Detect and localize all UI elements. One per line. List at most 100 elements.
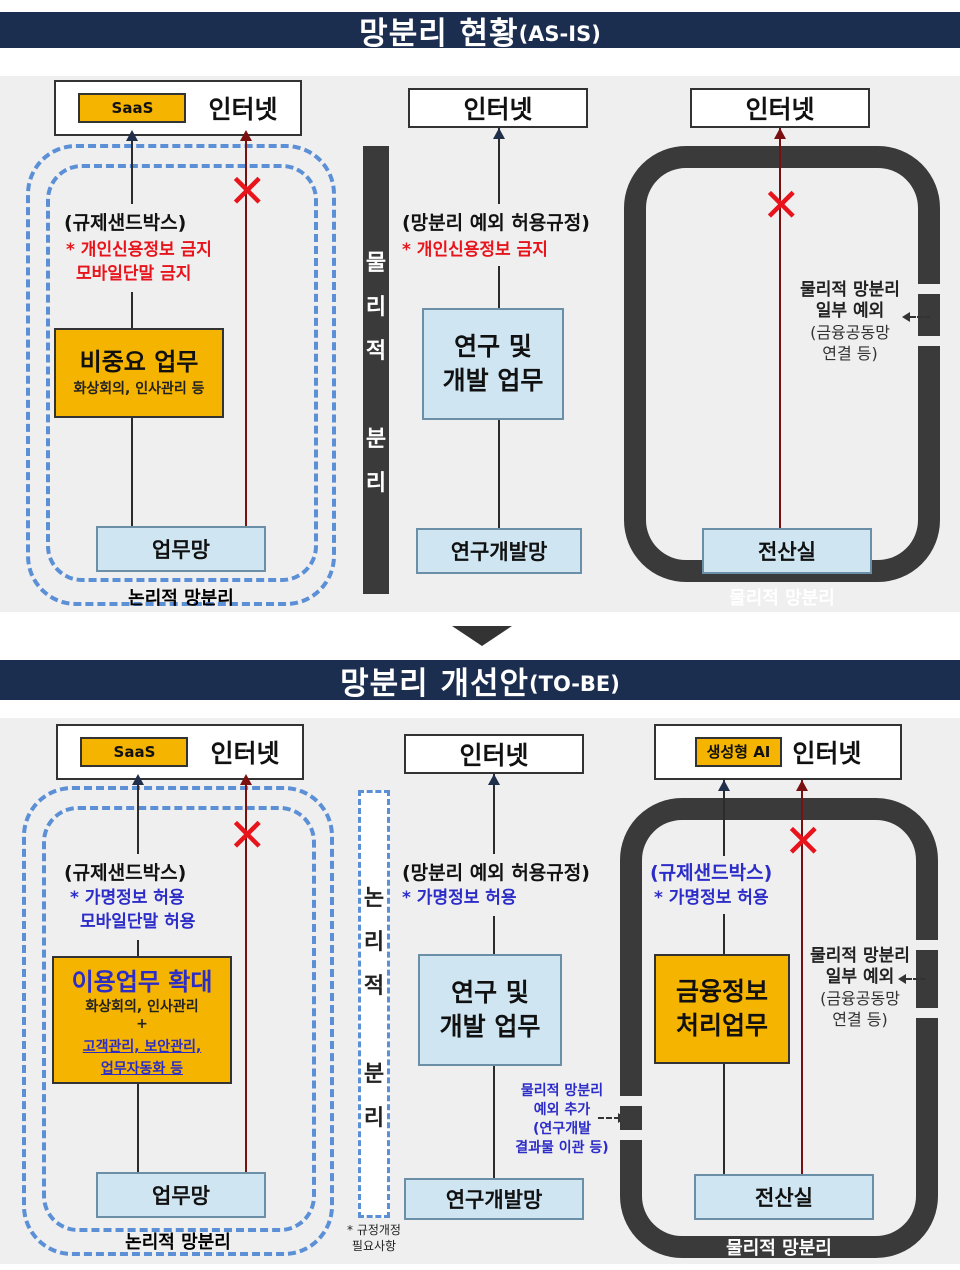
tobe-right-blocked-line [801, 780, 803, 1180]
divider-char: 리 [363, 930, 385, 955]
extended-work: 업무자동화 등 [100, 1061, 184, 1077]
work-line: 개발 업무 [439, 1012, 541, 1041]
asis-business-net-box: 업무망 [96, 526, 266, 572]
dashed-arrow [910, 316, 930, 318]
asis-work-box [54, 328, 224, 418]
frame-dash [926, 956, 929, 964]
asis-left-bottom-label: 논리적 망분리 [128, 588, 234, 609]
divider-note-line: * 규정개정 [347, 1223, 401, 1237]
asis-middle-note-bg [400, 204, 600, 266]
internet-label: 인터넷 [745, 95, 815, 124]
allowance-note: * 가명정보 허용 [654, 888, 769, 908]
dashed-arrow [598, 1117, 620, 1119]
arrow-up-icon [240, 130, 252, 141]
restriction-note: * 개인신용정보 금지 [66, 240, 212, 260]
net-label: 전산실 [755, 1186, 813, 1210]
exception-rule-label: (망분리 예외 허용규정) [402, 212, 590, 234]
asis-logical-inner-border [46, 164, 318, 582]
divider-char: 분 [363, 1062, 385, 1087]
frame-gap [918, 336, 942, 346]
exception-line: (금융공동망 [810, 323, 890, 342]
tobe-business-net-box: 업무망 [96, 1172, 266, 1218]
sandbox-label: (규제샌드박스) [64, 212, 187, 234]
asis-rnd-work-box: 연구 및 개발 업무 [422, 308, 564, 420]
tobe-middle-note-bg [400, 854, 604, 916]
asis-title: 망분리 현황 [359, 15, 519, 52]
exception-note: 물리적 망분리 일부 예외 (금융공동망 연결 등) [802, 946, 918, 1030]
tobe-right-bottom-label: 물리적 망분리 [726, 1238, 832, 1259]
allowance-note: * 가명정보 허용 [402, 888, 517, 908]
frame-dash [928, 298, 931, 306]
tobe-logical-outer-border [22, 786, 334, 1256]
arrow-up-icon [488, 774, 500, 785]
tobe-datacenter-box: 전산실 [694, 1174, 874, 1220]
tobe-right-internet-box: 생성형 AI 인터넷 [654, 724, 902, 780]
restriction-note: 모바일단말 금지 [76, 264, 192, 284]
divider-char: 분 [365, 427, 387, 452]
rnd-exception-note: 물리적 망분리 예외 추가 (연구개발 결과물 이관 등) [500, 1082, 624, 1158]
divider-char: 리 [365, 295, 387, 320]
exception-line: 예외 추가 [533, 1102, 591, 1118]
tobe-right-note-bg [648, 856, 792, 914]
work-line: 금융정보 [675, 977, 768, 1006]
arrow-up-icon [126, 130, 138, 141]
tobe-physical-frame [620, 798, 938, 1258]
allowance-note: * 가명정보 허용 [70, 888, 185, 908]
internet-label: 인터넷 [210, 739, 280, 768]
internet-label: 인터넷 [208, 95, 278, 124]
frame-gap [916, 1008, 940, 1018]
restriction-note: * 개인신용정보 금지 [402, 240, 548, 260]
tobe-title: 망분리 개선안 [340, 665, 530, 702]
exception-note: 물리적 망분리 일부 예외 (금융공동망 연결 등) [790, 280, 910, 364]
tobe-logical-divider: 논 리 적 분 리 [358, 790, 390, 1218]
plus-label: + [136, 1016, 148, 1032]
arrow-up-icon [132, 774, 144, 785]
net-label: 연구개발망 [445, 1188, 543, 1212]
net-label: 업무망 [152, 538, 210, 562]
blocked-x-icon: ✕ [228, 808, 267, 862]
arrow-up-icon [493, 128, 505, 139]
tobe-middle-internet-box: 인터넷 [404, 734, 584, 774]
exception-line: 물리적 망분리 [810, 946, 910, 966]
extended-work: 고객관리, 보안관리, [82, 1039, 202, 1055]
saas-tag: SaaS [78, 93, 187, 123]
arrow-up-icon [718, 780, 730, 791]
exception-line: 물리적 망분리 [800, 280, 900, 300]
chevron-down-icon [452, 626, 512, 646]
asis-left-note-bg [56, 204, 234, 292]
divider-char: 적 [363, 974, 385, 999]
exception-line: 결과물 이관 등) [515, 1140, 609, 1156]
exception-line: 일부 예외 [825, 967, 895, 987]
tobe-rnd-net-box: 연구개발망 [404, 1178, 584, 1220]
asis-banner: 망분리 현황 (AS-IS) [0, 12, 960, 52]
asis-left-internet-box: SaaS 인터넷 [54, 80, 302, 136]
work-line: 처리업무 [675, 1011, 768, 1040]
tobe-rnd-work-box: 연구 및 개발 업무 [418, 954, 562, 1066]
frame-gap [918, 284, 942, 294]
generative-ai-tag: 생성형 AI [694, 737, 783, 767]
exception-line: (금융공동망 [820, 989, 900, 1008]
asis-right-internet-box: 인터넷 [690, 88, 870, 128]
asis-middle-internet-box: 인터넷 [408, 88, 588, 128]
dashed-arrow [906, 978, 926, 980]
tobe-left-internet-box: SaaS 인터넷 [56, 724, 304, 780]
exception-line: (연구개발 [533, 1121, 591, 1137]
divider-char: 물 [365, 251, 387, 276]
frame-gap [618, 1096, 642, 1106]
exception-line: 연결 등) [832, 1010, 888, 1029]
frame-dash [628, 1122, 631, 1128]
frame-dash [628, 1110, 631, 1118]
divider-char: 적 [365, 339, 387, 364]
work-sub: 화상회의, 인사관리 [85, 999, 199, 1015]
exception-line: 일부 예외 [815, 301, 885, 321]
work-line: 연구 및 [451, 978, 529, 1007]
saas-tag: SaaS [80, 737, 189, 767]
tobe-left-note-bg [58, 854, 236, 940]
divider-char: 리 [365, 471, 387, 496]
sandbox-label: (규제샌드박스) [650, 862, 773, 884]
net-label: 연구개발망 [450, 540, 548, 564]
asis-datacenter-box: 전산실 [702, 528, 872, 574]
asis-physical-frame [624, 146, 940, 582]
exception-line: 연결 등) [822, 344, 878, 363]
internet-label: 인터넷 [463, 95, 533, 124]
